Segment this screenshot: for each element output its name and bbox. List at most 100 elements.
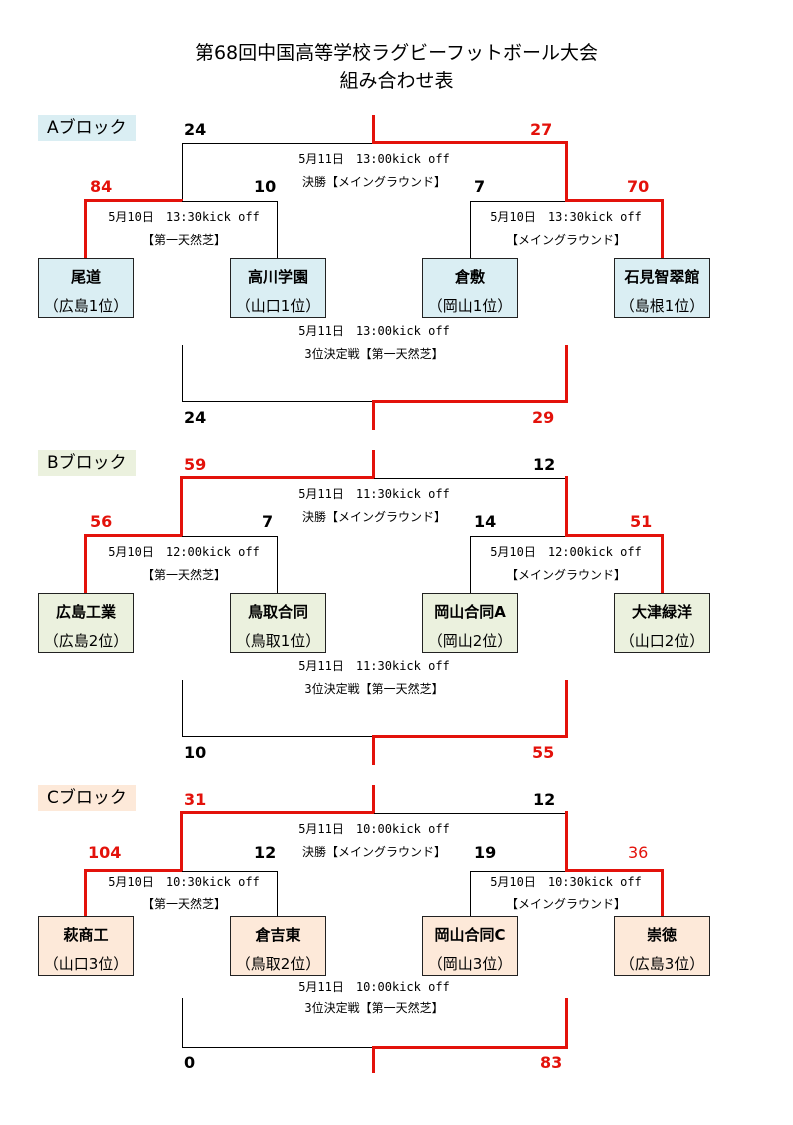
semi-right-time: 5月10日 10:30kick off [490,875,642,889]
team-box: 尾道 （広島1位） [38,258,134,318]
semi-left-score-2: 7 [262,512,274,531]
semi-left-time: 5月10日 13:30kick off [108,210,260,224]
bracket-line-win [372,1046,568,1049]
team-seed: （島根1位） [619,297,705,315]
team-seed: （広島1位） [43,297,129,315]
bracket-line [182,736,374,737]
final-venue: 決勝【メイングラウンド】 [301,175,446,189]
bracket-line-win [565,345,568,402]
bracket-line-win [661,534,664,593]
bracket-line [277,871,278,928]
final-venue: 決勝【メイングラウンド】 [301,510,446,524]
final-score-left: 24 [184,120,207,139]
bracket-line-win [372,1046,375,1073]
team-name: 岡山合同A [434,603,506,621]
block-a: Aブロック 24 27 84 10 7 70 5月11日 13:00kick o… [0,115,793,455]
semi-left-venue: 【第一天然芝】 [141,897,226,911]
final-score-right: 12 [533,455,556,474]
bracket-line-win [84,199,87,258]
bracket-line-win [182,476,375,479]
bracket-line [182,345,183,402]
bracket-line-win [182,811,375,814]
semi-right-time: 5月10日 13:30kick off [490,210,642,224]
team-box: 倉敷 （岡山1位） [422,258,518,318]
team-seed: （岡山3位） [427,955,513,973]
final-time: 5月11日 13:00kick off [298,152,450,166]
team-name: 崇徳 [646,926,677,944]
block-label: Aブロック [38,115,136,141]
third-time: 5月11日 11:30kick off [298,659,450,673]
team-seed: （岡山1位） [427,297,513,315]
semi-right-venue: 【メイングラウンド】 [505,897,626,911]
bracket-line [277,536,278,593]
semi-left-venue: 【第一天然芝】 [141,233,226,247]
third-score-right: 29 [532,408,555,427]
third-score-left: 0 [184,1053,196,1072]
bracket-line-win [565,199,664,202]
bracket-line-win [84,199,183,202]
team-name: 倉吉東 [255,926,301,944]
bracket-line [470,536,471,593]
team-box: 崇徳 （広島3位） [614,916,710,976]
team-seed: （広島2位） [43,632,129,650]
team-name: 鳥取合同 [247,603,308,621]
semi-right-score-2: 70 [627,177,650,196]
third-time: 5月11日 10:00kick off [298,980,450,994]
bracket-line-win [372,735,375,765]
team-name: 萩商工 [63,926,109,944]
bracket-line-win [372,141,568,144]
team-box: 高川学園 （山口1位） [230,258,326,318]
team-seed: （山口1位） [235,297,321,315]
bracket-line-win [180,476,183,537]
bracket-line [277,201,278,258]
final-score-right: 27 [530,120,553,139]
semi-right-venue: 【メイングラウンド】 [505,233,626,247]
team-box: 鳥取合同 （鳥取1位） [230,593,326,653]
bracket-line-win [84,869,87,928]
team-box: 石見智翠館 （島根1位） [614,258,710,318]
bracket-line-win [661,869,664,928]
bracket-line-win [372,735,568,738]
team-seed: （広島3位） [619,955,705,973]
bracket-line [470,536,566,537]
semi-right-score-2: 51 [630,512,653,531]
semi-left-score-1: 56 [90,512,113,531]
final-time: 5月11日 11:30kick off [298,487,450,501]
bracket-line [374,813,566,814]
final-time: 5月11日 10:00kick off [298,822,450,836]
bracket-line-win [84,534,183,537]
bracket-line [374,478,566,479]
bracket-line-win [372,450,375,478]
bracket-line [470,871,566,872]
bracket-line [182,680,183,737]
final-score-left: 31 [184,790,207,809]
semi-left-time: 5月10日 12:00kick off [108,545,260,559]
team-name: 倉敷 [454,268,485,286]
team-name: 広島工業 [55,603,116,621]
semi-right-score-1: 19 [474,843,497,862]
team-box: 倉吉東 （鳥取2位） [230,916,326,976]
team-box: 萩商工 （山口3位） [38,916,134,976]
bracket-line-win [661,199,664,258]
third-venue: 3位決定戦【第一天然芝】 [304,682,444,696]
bracket-line-win [372,785,375,813]
bracket-line-win [372,400,568,403]
bracket-line [182,536,278,537]
third-score-right: 83 [540,1053,563,1072]
bracket-line-win [565,998,568,1048]
team-box: 岡山合同C （岡山3位） [422,916,518,976]
bracket-line-win [565,869,664,872]
final-venue: 決勝【メイングラウンド】 [301,845,446,859]
team-box: 岡山合同A （岡山2位） [422,593,518,653]
third-venue: 3位決定戦【第一天然芝】 [304,1001,444,1015]
team-box: 大津緑洋 （山口2位） [614,593,710,653]
page-title: 第68回中国高等学校ラグビーフットボール大会 [194,42,599,64]
team-name: 高川学園 [247,268,308,286]
bracket-line-win [372,115,375,143]
bracket-line-win [565,141,568,201]
bracket-line-win [565,811,568,872]
bracket-line [182,143,374,144]
semi-left-time: 5月10日 10:30kick off [108,875,260,889]
page-subtitle: 組み合わせ表 [339,70,454,92]
final-score-left: 59 [184,455,207,474]
